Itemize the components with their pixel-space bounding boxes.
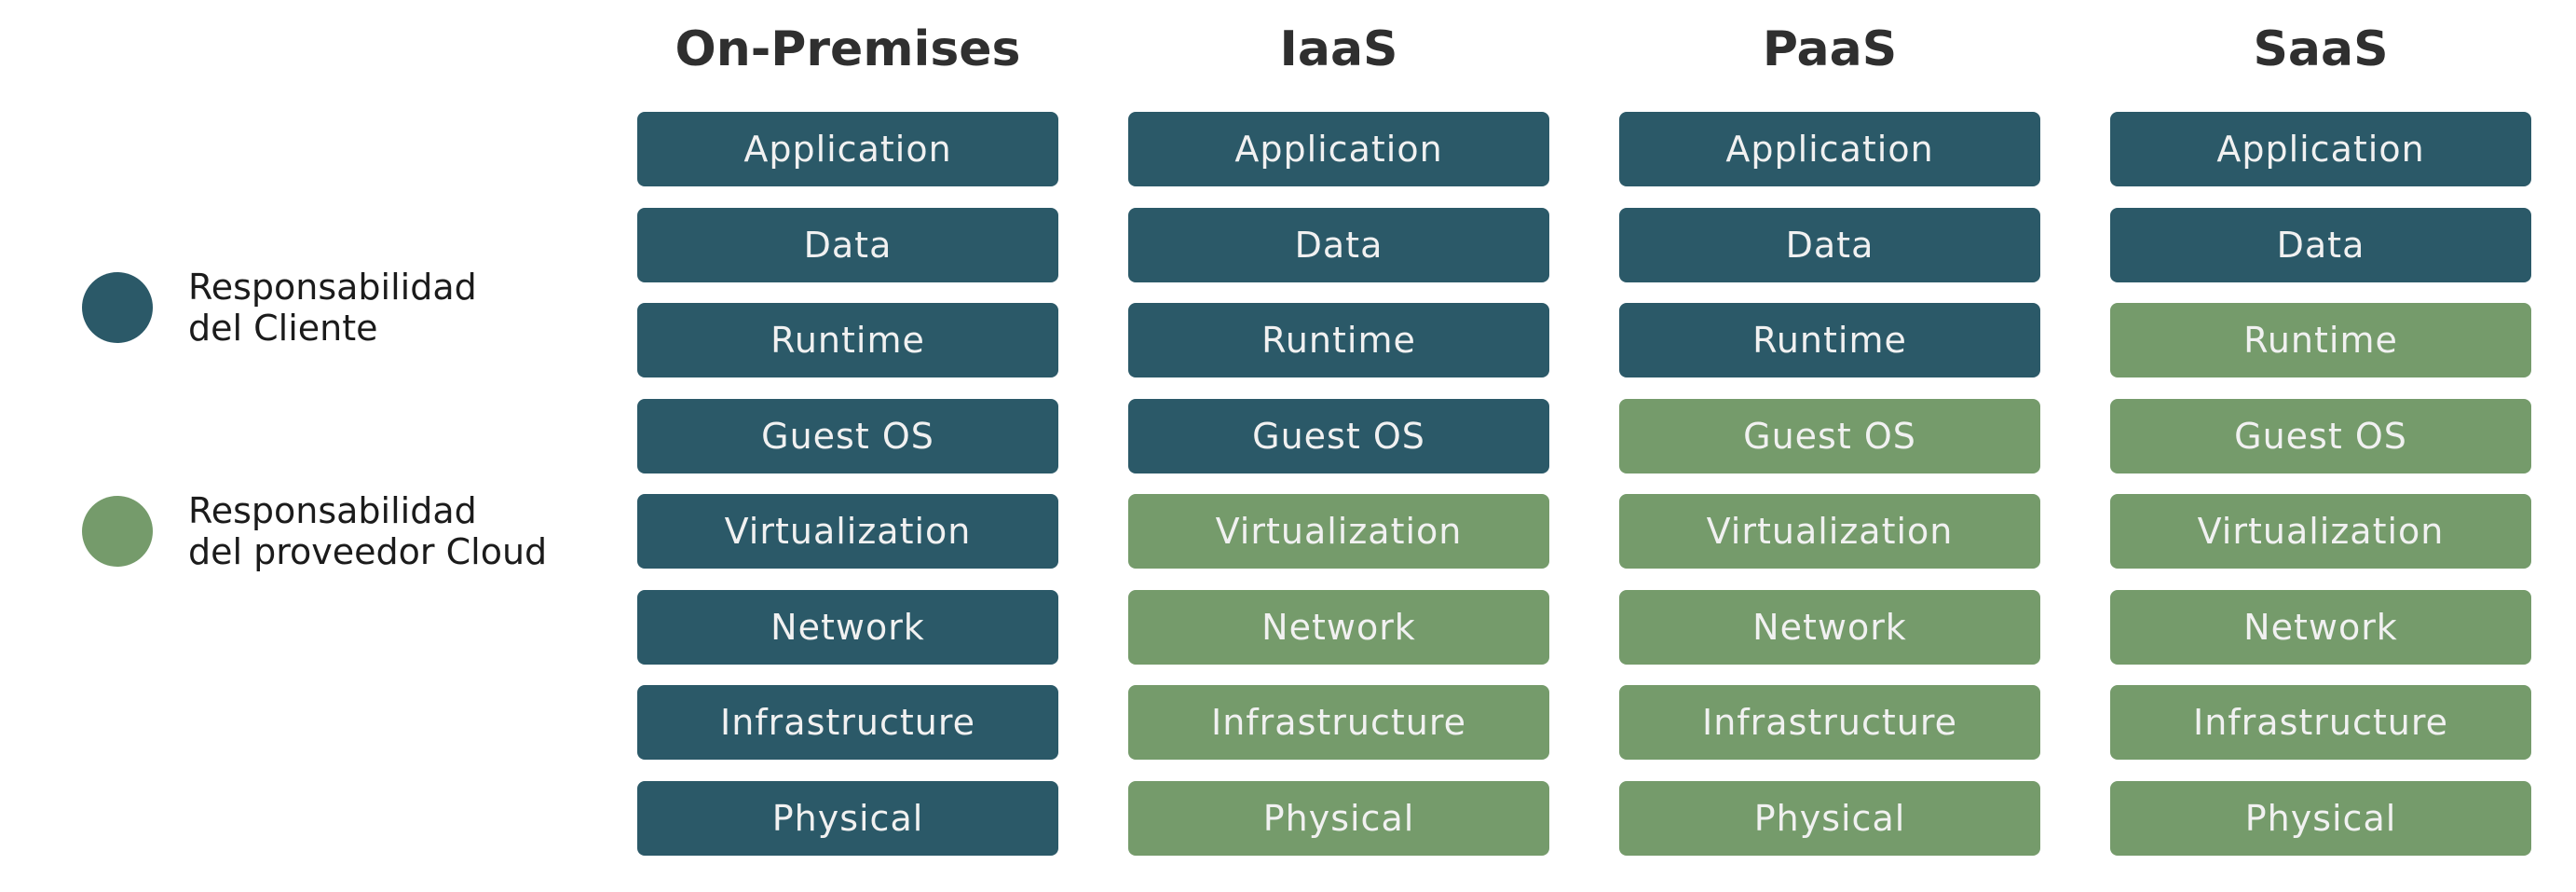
layer-physical: Physical bbox=[1128, 781, 1549, 856]
column-title: On-Premises bbox=[675, 21, 1021, 77]
layer-infrastructure: Infrastructure bbox=[637, 685, 1058, 760]
layer-guest-os: Guest OS bbox=[637, 399, 1058, 473]
layer-data: Data bbox=[2110, 208, 2531, 282]
column-title: IaaS bbox=[1279, 21, 1398, 77]
layer-runtime: Runtime bbox=[637, 303, 1058, 377]
layer-virtualization: Virtualization bbox=[2110, 494, 2531, 569]
legend-label-provider-line-1: Responsabilidad bbox=[188, 490, 477, 531]
legend-label-customer-line-1: Responsabilidad bbox=[188, 267, 477, 308]
layer-data: Data bbox=[1619, 208, 2040, 282]
layer-physical: Physical bbox=[1619, 781, 2040, 856]
layer-runtime: Runtime bbox=[1128, 303, 1549, 377]
layer-infrastructure: Infrastructure bbox=[1128, 685, 1549, 760]
column-title: SaaS bbox=[2253, 21, 2389, 77]
layer-guest-os: Guest OS bbox=[2110, 399, 2531, 473]
layer-runtime: Runtime bbox=[1619, 303, 2040, 377]
layer-infrastructure: Infrastructure bbox=[1619, 685, 2040, 760]
layer-data: Data bbox=[1128, 208, 1549, 282]
layer-network: Network bbox=[2110, 590, 2531, 665]
legend-label-customer-line-2: del Cliente bbox=[188, 308, 378, 349]
layer-network: Network bbox=[1619, 590, 2040, 665]
legend-swatch-provider bbox=[82, 496, 153, 567]
layer-application: Application bbox=[1128, 112, 1549, 186]
legend-item-customer: Responsabilidad del Cliente bbox=[82, 267, 477, 349]
layer-guest-os: Guest OS bbox=[1619, 399, 2040, 473]
legend-label-provider: Responsabilidad del proveedor Cloud bbox=[188, 490, 547, 572]
layer-virtualization: Virtualization bbox=[1619, 494, 2040, 569]
layer-infrastructure: Infrastructure bbox=[2110, 685, 2531, 760]
layer-guest-os: Guest OS bbox=[1128, 399, 1549, 473]
layer-network: Network bbox=[637, 590, 1058, 665]
column-title: PaaS bbox=[1762, 21, 1898, 77]
layer-data: Data bbox=[637, 208, 1058, 282]
layer-physical: Physical bbox=[2110, 781, 2531, 856]
legend-label-customer: Responsabilidad del Cliente bbox=[188, 267, 477, 349]
legend-swatch-customer bbox=[82, 272, 153, 343]
layer-virtualization: Virtualization bbox=[1128, 494, 1549, 569]
layer-application: Application bbox=[1619, 112, 2040, 186]
legend-item-provider: Responsabilidad del proveedor Cloud bbox=[82, 490, 547, 572]
layer-physical: Physical bbox=[637, 781, 1058, 856]
layer-application: Application bbox=[637, 112, 1058, 186]
legend-label-provider-line-2: del proveedor Cloud bbox=[188, 531, 548, 572]
layer-application: Application bbox=[2110, 112, 2531, 186]
layer-network: Network bbox=[1128, 590, 1549, 665]
layer-runtime: Runtime bbox=[2110, 303, 2531, 377]
layer-virtualization: Virtualization bbox=[637, 494, 1058, 569]
